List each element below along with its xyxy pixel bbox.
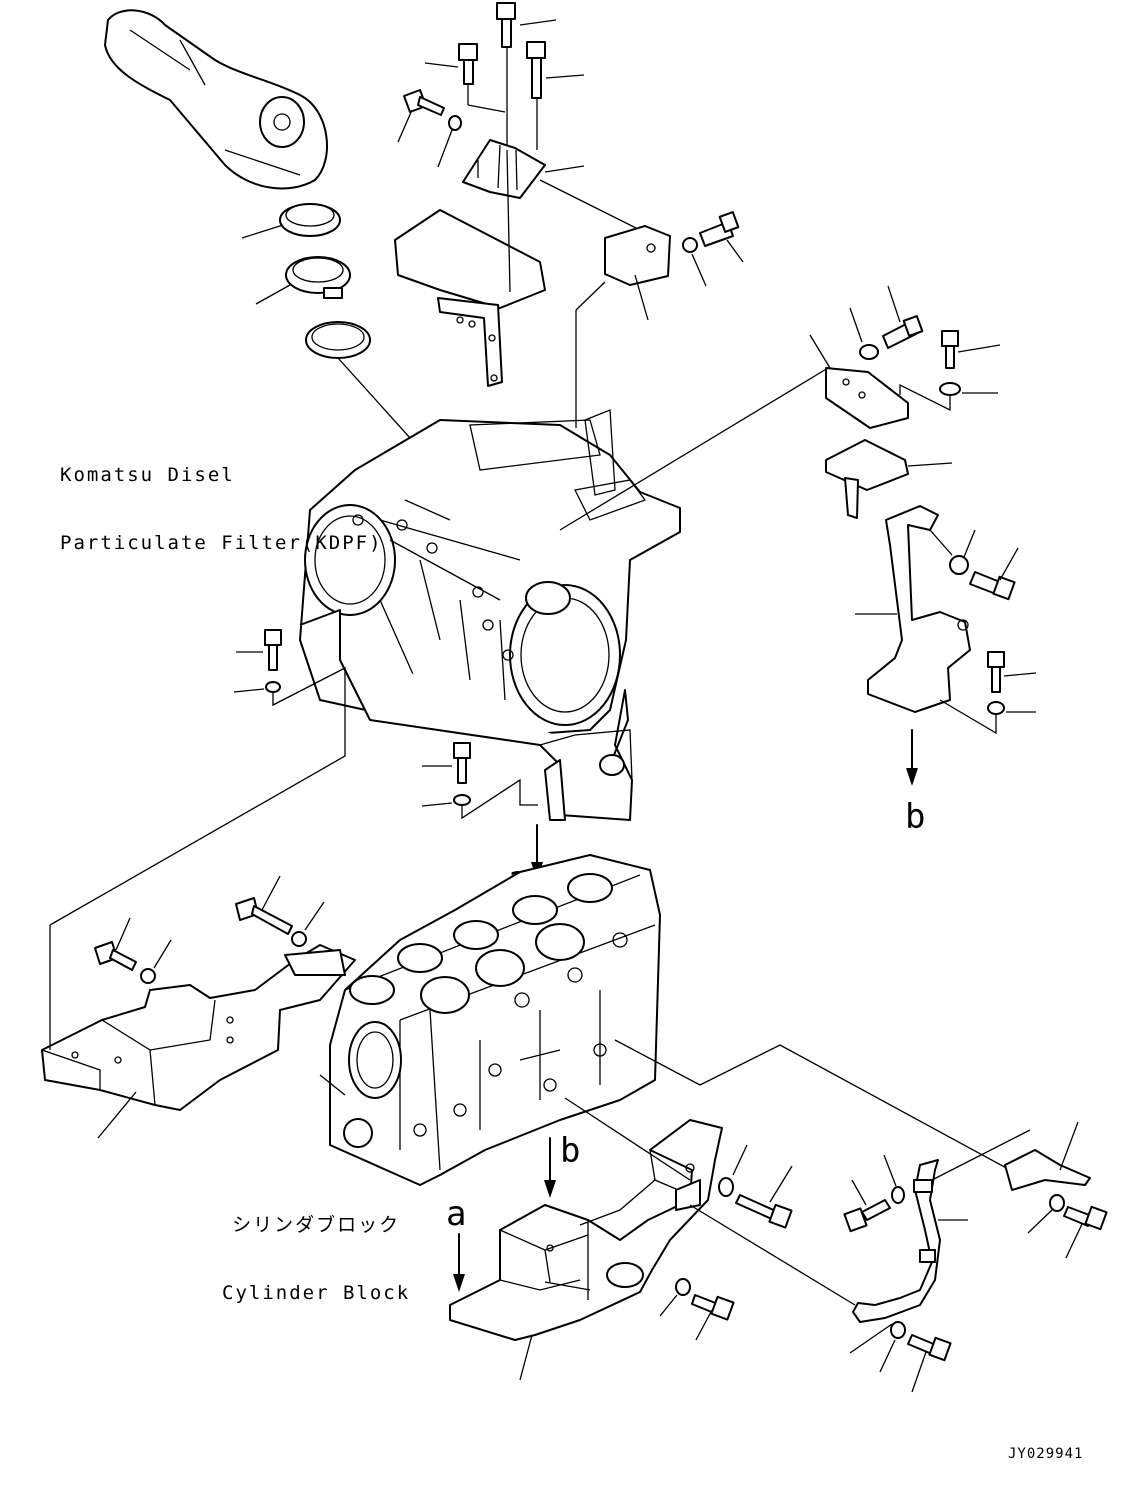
- kdpf-label-line1: Komatsu Disel: [60, 463, 235, 486]
- harness-bolts: [843, 1154, 952, 1393]
- arrow-a-lower: [453, 1233, 465, 1292]
- cylinder-block-label-jp: シリンダブロック: [232, 1213, 401, 1236]
- left-engine-mount: [41, 925, 356, 1139]
- side-plate-bracket: [575, 211, 744, 428]
- cylinder-block-label-en: Cylinder Block: [222, 1281, 411, 1304]
- seal-ring-top: [241, 203, 341, 239]
- arrow-b-upper: [906, 729, 918, 786]
- top-bolts: [397, 2, 585, 168]
- kdpf-assembly: [299, 409, 681, 736]
- cylinder-block-label: シリンダブロック Cylinder Block: [222, 1168, 410, 1328]
- right-mount-arm: [855, 505, 1037, 735]
- cylinder-block: [329, 854, 661, 1186]
- hose-clamp: [255, 256, 351, 305]
- left-mount-bolts: [94, 875, 325, 984]
- arrow-a-lower-label: a: [446, 1194, 466, 1234]
- kdpf-base-frame: [299, 609, 633, 821]
- arrow-b-lower: [544, 1137, 556, 1198]
- harness-wire: [614, 1039, 1031, 1323]
- mounting-plate-upper: [394, 149, 546, 387]
- right-front-bolts: [659, 1144, 793, 1341]
- right-front-mount: [449, 1097, 723, 1381]
- harness-clip-bracket: [1004, 1121, 1108, 1259]
- arrow-b-upper-label: b: [905, 797, 925, 837]
- right-platform-bracket: [825, 439, 953, 519]
- top-angle-bracket: [462, 139, 641, 231]
- right-support-bracket: [559, 285, 1001, 531]
- intake-elbow-pipe: [104, 9, 328, 190]
- kdpf-left-bolts: [49, 629, 346, 926]
- kdpf-label-line2: Particulate Filter(KDPF): [60, 531, 383, 554]
- drawing-code: JY029941: [1008, 1446, 1084, 1462]
- kdpf-center-bolts: [421, 742, 538, 820]
- arrow-b-lower-label: b: [560, 1131, 580, 1171]
- kdpf-label: Komatsu Disel Particulate Filter(KDPF): [60, 418, 383, 578]
